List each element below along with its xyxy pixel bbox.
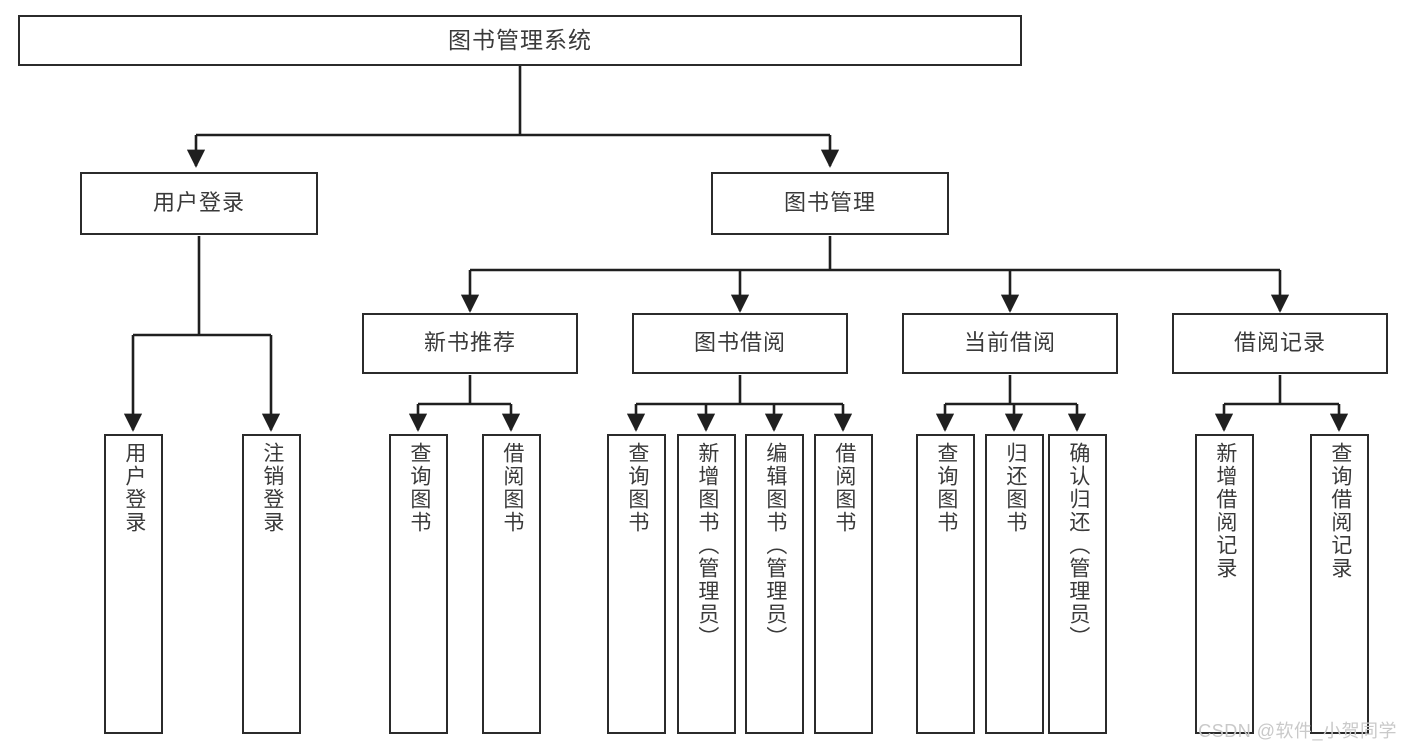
node-current-borrow-label: 当前借阅 — [963, 330, 1056, 356]
leaf-confirm-return-admin[interactable]: 确认归还（管理员） — [1048, 434, 1107, 734]
leaf-query-borrow-record-label: 查询借阅记录 — [1328, 442, 1352, 580]
leaf-return-book[interactable]: 归还图书 — [985, 434, 1044, 734]
leaf-add-borrow-record[interactable]: 新增借阅记录 — [1195, 434, 1254, 734]
node-new-book-recommend[interactable]: 新书推荐 — [362, 313, 578, 374]
leaf-user-login-label: 用户登录 — [122, 442, 146, 534]
leaf-borrow-query-book[interactable]: 查询图书 — [607, 434, 666, 734]
node-borrow-record[interactable]: 借阅记录 — [1172, 313, 1388, 374]
node-book-borrow[interactable]: 图书借阅 — [632, 313, 848, 374]
leaf-borrow-book[interactable]: 借阅图书 — [814, 434, 873, 734]
node-root-label: 图书管理系统 — [448, 26, 592, 53]
node-new-book-recommend-label: 新书推荐 — [423, 330, 516, 356]
node-current-borrow[interactable]: 当前借阅 — [902, 313, 1118, 374]
node-user-login[interactable]: 用户登录 — [80, 172, 318, 235]
leaf-new-book-borrow-label: 借阅图书 — [500, 442, 524, 534]
leaf-confirm-return-admin-label: 确认归还（管理员） — [1066, 442, 1090, 649]
csdn-watermark: CSDN @软件_小贺同学 — [1198, 721, 1397, 741]
leaf-user-logout-label: 注销登录 — [260, 442, 284, 534]
leaf-current-query-book[interactable]: 查询图书 — [916, 434, 975, 734]
leaf-return-book-label: 归还图书 — [1003, 442, 1027, 534]
node-book-management-label: 图书管理 — [783, 190, 876, 216]
leaf-add-book-admin-label: 新增图书（管理员） — [695, 442, 719, 649]
leaf-new-book-query[interactable]: 查询图书 — [389, 434, 448, 734]
node-user-login-label: 用户登录 — [152, 190, 245, 216]
node-root[interactable]: 图书管理系统 — [18, 15, 1022, 66]
leaf-query-borrow-record[interactable]: 查询借阅记录 — [1310, 434, 1369, 734]
leaf-edit-book-admin[interactable]: 编辑图书（管理员） — [745, 434, 804, 734]
leaf-user-login[interactable]: 用户登录 — [104, 434, 163, 734]
leaf-edit-book-admin-label: 编辑图书（管理员） — [763, 442, 787, 649]
leaf-add-book-admin[interactable]: 新增图书（管理员） — [677, 434, 736, 734]
node-book-management[interactable]: 图书管理 — [711, 172, 949, 235]
leaf-borrow-book-label: 借阅图书 — [832, 442, 856, 534]
leaf-borrow-query-book-label: 查询图书 — [625, 442, 649, 534]
leaf-user-logout[interactable]: 注销登录 — [242, 434, 301, 734]
node-borrow-record-label: 借阅记录 — [1233, 330, 1326, 356]
leaf-new-book-query-label: 查询图书 — [407, 442, 431, 534]
leaf-new-book-borrow[interactable]: 借阅图书 — [482, 434, 541, 734]
leaf-current-query-book-label: 查询图书 — [934, 442, 958, 534]
node-book-borrow-label: 图书借阅 — [693, 330, 786, 356]
leaf-add-borrow-record-label: 新增借阅记录 — [1213, 442, 1237, 580]
